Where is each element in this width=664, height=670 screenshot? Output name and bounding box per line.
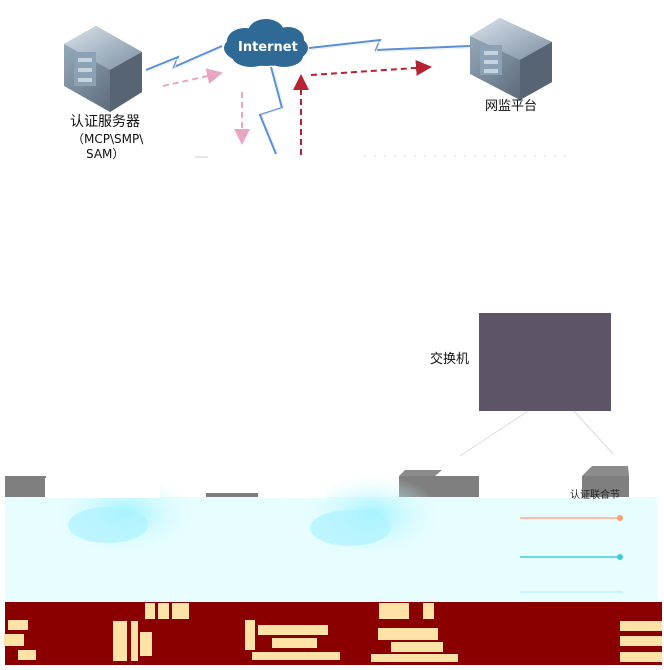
red-arrow-right <box>310 59 432 76</box>
switch-box <box>479 313 611 411</box>
bottom-band <box>4 602 662 665</box>
internet-cloud <box>224 19 308 67</box>
server-subtitle-line2: SAM） <box>86 147 125 161</box>
wireless-link-left <box>145 45 223 73</box>
cyan-band <box>5 474 657 608</box>
top-right-artifacts <box>45 478 582 498</box>
internet-label: Internet <box>238 40 298 55</box>
switch-label: 交换机 <box>430 352 470 367</box>
server-subtitle-line1: （MCP\SMP\ <box>72 132 144 146</box>
wireless-link-right <box>308 38 471 53</box>
server-label: 认证服务器 <box>70 114 140 130</box>
platform-server-icon <box>470 18 552 100</box>
switch-links <box>459 410 614 457</box>
wireless-link-down <box>258 66 285 155</box>
pink-arrow-upper <box>162 68 223 87</box>
platform-label: 网监平台 <box>485 99 538 114</box>
server-icon <box>64 26 142 112</box>
right-small-label: 认证联合节 <box>570 490 620 501</box>
top-faint-lines <box>195 155 572 158</box>
